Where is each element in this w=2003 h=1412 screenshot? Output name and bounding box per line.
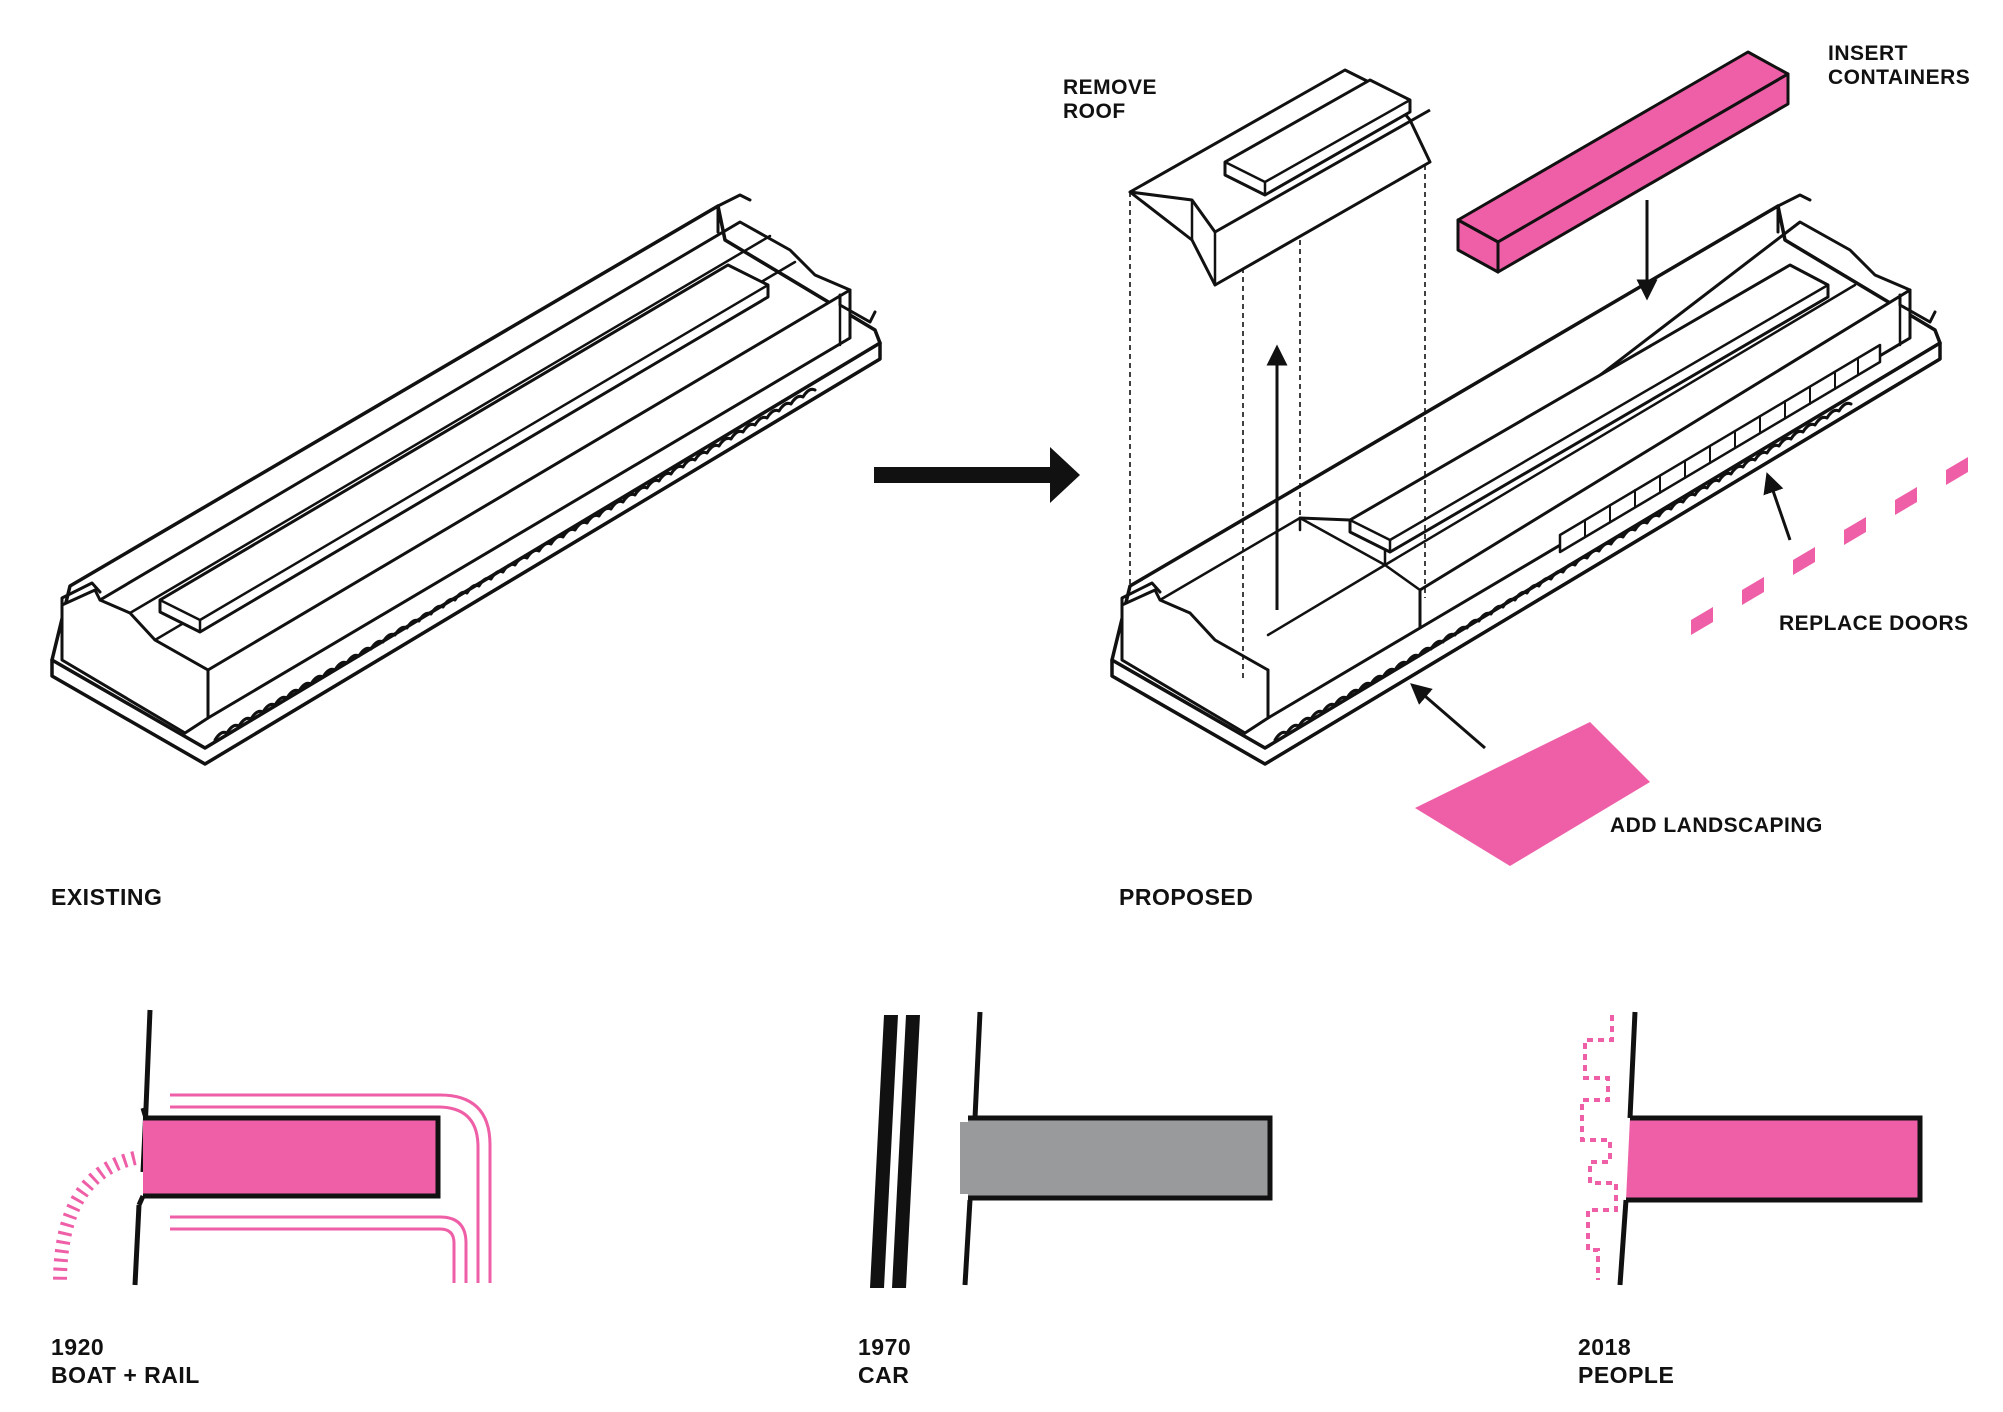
label-insert-containers: INSERT CONTAINERS (1828, 42, 1971, 89)
replace-doors-arrow (1763, 472, 1792, 541)
landscaping-patch (1415, 722, 1650, 866)
shoreline-1970 (962, 1011, 983, 1286)
new-doors-row (1558, 343, 1882, 554)
road-lane-right (892, 1015, 920, 1288)
label-remove-roof: REMOVE ROOF (1063, 76, 1158, 123)
proposed-building (1110, 193, 1942, 766)
removed-roof-piece (1128, 68, 1432, 287)
label-era-1920: 1920 BOAT + RAIL (51, 1334, 200, 1388)
existing-roof-lantern (158, 263, 770, 634)
road-lane-left (870, 1015, 898, 1288)
label-era-1970: 1970 CAR (858, 1334, 912, 1388)
pier-1920 (143, 1115, 441, 1199)
proposed-front-gable (1120, 588, 1270, 735)
label-existing: EXISTING (51, 884, 163, 910)
proposed-body (1418, 288, 1912, 630)
pier-2018 (1626, 1115, 1923, 1203)
transition-arrow (874, 447, 1080, 503)
era-1920-diagram (53, 1009, 492, 1286)
pier-1970 (968, 1115, 1273, 1201)
existing-building (50, 193, 882, 766)
people-path-icon (1580, 1015, 1618, 1280)
era-2018-diagram (1580, 1011, 1923, 1286)
existing-body (206, 288, 852, 720)
landscaping-arrow (1410, 683, 1486, 750)
replace-doors-marks (1691, 457, 1968, 635)
existing-scallop-edge (213, 387, 817, 742)
label-era-2018: 2018 PEOPLE (1578, 1334, 1675, 1388)
roof-removal-guides (1129, 165, 1426, 678)
boat-path-icon (53, 1151, 137, 1284)
label-replace-doors: REPLACE DOORS (1779, 612, 1969, 635)
rail-lines-icon (170, 1093, 492, 1283)
proposed-scallop-edge (1273, 401, 1853, 742)
label-proposed: PROPOSED (1119, 884, 1254, 910)
shoreline-2018 (1617, 1011, 1638, 1286)
container-insert (1456, 50, 1790, 274)
label-add-landscaping: ADD LANDSCAPING (1610, 814, 1823, 837)
era-1970-diagram (870, 1011, 1273, 1288)
